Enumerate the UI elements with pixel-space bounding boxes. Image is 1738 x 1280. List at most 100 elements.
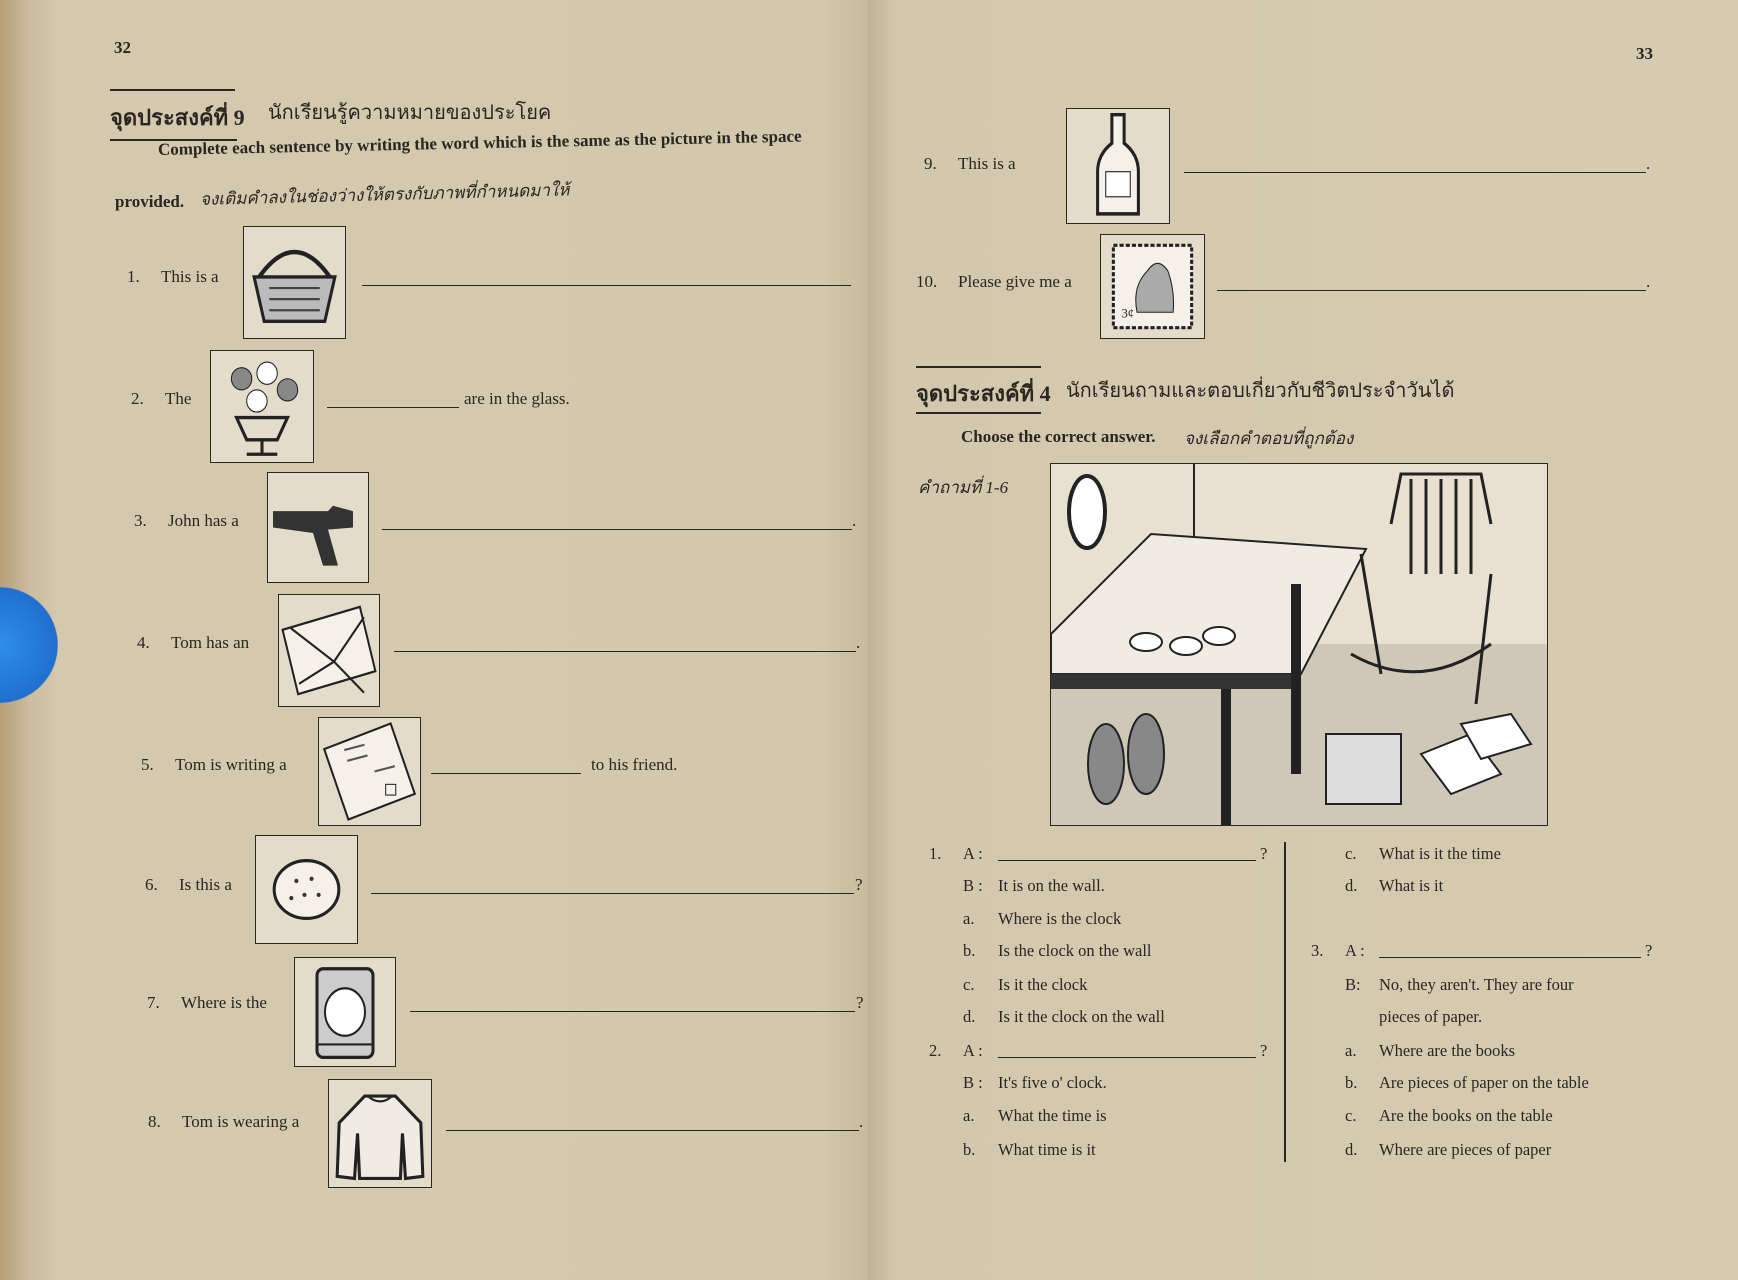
answer-blank[interactable]	[998, 860, 1256, 861]
item-picture	[210, 350, 314, 463]
item-text: Tom is wearing a	[182, 1112, 300, 1131]
option-letter: a.	[963, 1106, 975, 1125]
item-ending: .	[1646, 154, 1651, 173]
item-picture	[318, 717, 421, 826]
item-ending: .	[856, 633, 861, 652]
answer-blank[interactable]	[410, 1011, 855, 1012]
envelope-icon	[281, 605, 377, 696]
objective-label: จุดประสงค์ที่ 9	[110, 105, 245, 130]
option-text: Are pieces of paper on the table	[1379, 1073, 1589, 1092]
answer-blank[interactable]	[362, 285, 851, 286]
option-text: What is it the time	[1379, 844, 1501, 863]
divider	[110, 89, 235, 91]
instruction-en: Choose the correct answer.	[961, 427, 1156, 446]
svg-text:3¢: 3¢	[1122, 306, 1134, 320]
item-ending: .	[1646, 272, 1651, 291]
item-picture	[243, 226, 346, 339]
biscuit-icon	[272, 859, 341, 920]
item-text: Is this a	[179, 875, 232, 894]
option-text: Is it the clock on the wall	[998, 1007, 1165, 1026]
instruction-th: จงเลือกคำตอบที่ถูกต้อง	[1184, 429, 1354, 448]
postcard-icon	[322, 722, 417, 821]
option-letter: d.	[1345, 1140, 1358, 1159]
question-number: 2.	[929, 1041, 942, 1060]
option-text: It is on the wall.	[998, 876, 1105, 895]
option-text: What is it	[1379, 876, 1444, 895]
item-number: 9.	[924, 154, 937, 173]
left-page: 32 จุดประสงค์ที่ 9 นักเรียนรู้ความหมายขอ…	[0, 0, 868, 1280]
option-letter: A :	[963, 1041, 983, 1060]
item-number: 5.	[141, 755, 154, 774]
item-number: 7.	[147, 993, 160, 1012]
item-text: This is a	[161, 267, 219, 286]
questions-label: คำถามที่ 1-6	[918, 478, 1009, 497]
sweater-icon	[335, 1094, 425, 1181]
option-letter: c.	[1345, 844, 1357, 863]
item-number: 1.	[127, 267, 140, 286]
item-ending: are in the glass.	[464, 389, 570, 408]
item-ending: ?	[856, 993, 864, 1012]
option-text: Is it the clock	[998, 975, 1088, 994]
option-letter: A :	[1345, 941, 1365, 960]
option-text: Where are the books	[1379, 1041, 1516, 1060]
instruction-en: Complete each sentence by writing the wo…	[157, 126, 802, 159]
clock-icon	[1067, 474, 1107, 550]
room-illustration	[1050, 463, 1548, 826]
answer-blank[interactable]	[1184, 172, 1646, 173]
flowers-icon	[230, 361, 299, 456]
answer-blank[interactable]	[327, 407, 459, 408]
divider	[916, 366, 1041, 368]
item-text: Tom has an	[171, 633, 250, 652]
option-text: No, they aren't. They are four	[1379, 975, 1574, 994]
item-picture	[267, 472, 369, 583]
answer-blank[interactable]	[998, 1057, 1256, 1058]
can-icon	[315, 967, 375, 1059]
basket-icon	[252, 249, 337, 324]
option-letter: c.	[963, 975, 975, 994]
item-number: 4.	[137, 633, 150, 652]
option-letter: B:	[1345, 975, 1361, 994]
item-ending: .	[852, 511, 857, 530]
answer-blank[interactable]	[394, 651, 856, 652]
answer-blank[interactable]	[1217, 290, 1646, 291]
item-ending: ?	[855, 875, 863, 894]
option-text: ?	[1260, 1041, 1268, 1060]
item-text: Please give me a	[958, 272, 1072, 291]
item-picture	[294, 957, 396, 1067]
option-letter: a.	[963, 909, 975, 928]
item-text: John has a	[168, 511, 239, 530]
answer-blank[interactable]	[382, 529, 852, 530]
answer-blank[interactable]	[446, 1130, 859, 1131]
option-letter: d.	[963, 1007, 976, 1026]
answer-blank[interactable]	[1379, 957, 1641, 958]
option-letter: B :	[963, 1073, 983, 1092]
option-text: It's five o' clock.	[998, 1073, 1107, 1092]
item-picture	[278, 594, 380, 707]
item-number: 10.	[916, 272, 938, 291]
stamp-icon: 3¢	[1111, 243, 1194, 330]
item-text: The	[165, 389, 192, 408]
option-letter: A :	[963, 844, 983, 863]
option-text: Where are pieces of paper	[1379, 1140, 1552, 1159]
item-picture	[1066, 108, 1170, 224]
objective-text: นักเรียนรู้ความหมายของประโยค	[268, 102, 552, 124]
divider	[110, 139, 237, 141]
page-number: 32	[114, 38, 131, 57]
item-text: Where is the	[181, 993, 267, 1012]
gun-icon	[273, 505, 353, 566]
item-ending: to his friend.	[591, 755, 678, 774]
option-text: Are the books on the table	[1379, 1106, 1553, 1125]
option-text: What the time is	[998, 1106, 1107, 1125]
option-letter: b.	[963, 941, 976, 960]
item-picture: 3¢	[1100, 234, 1205, 339]
page-number: 33	[1636, 44, 1653, 63]
answer-blank[interactable]	[371, 893, 854, 894]
option-letter: b.	[1345, 1073, 1358, 1092]
item-text: This is a	[958, 154, 1016, 173]
answer-blank[interactable]	[431, 773, 581, 774]
item-picture	[255, 835, 358, 944]
item-number: 3.	[134, 511, 147, 530]
instruction-en-2: provided.	[115, 192, 185, 211]
item-number: 2.	[131, 389, 144, 408]
